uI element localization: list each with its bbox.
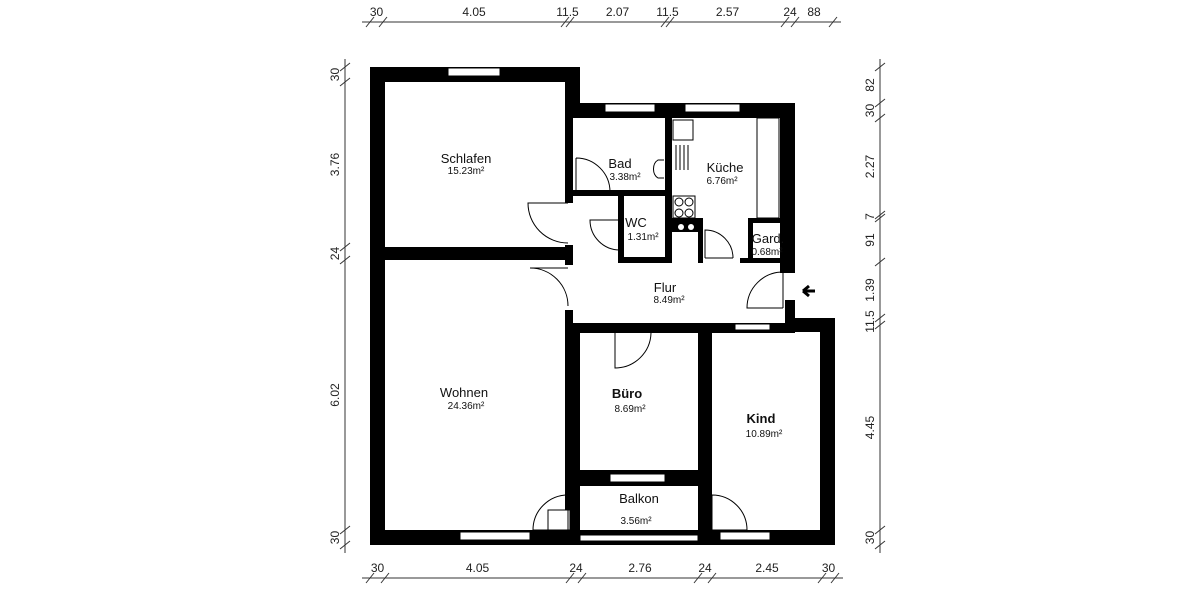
room-area-balkon: 3.56m² <box>620 516 652 527</box>
room-area-flur: 8.49m² <box>653 295 685 306</box>
dimension-label-bottom: 30 <box>371 561 385 575</box>
dimension-label-top: 30 <box>370 5 384 19</box>
dimension-tick <box>693 572 703 584</box>
dimension-tick <box>874 540 886 550</box>
dimension-lines: 30 4.05 11.5 2.07 11.5 2.57 24 88 30 4.05 24 2.76 24… <box>328 5 886 584</box>
room-name-bad: Bad <box>608 156 631 171</box>
doors <box>527 157 784 531</box>
room-name-flur: Flur <box>654 280 677 295</box>
dimension-label-right: 1.39 <box>863 278 877 302</box>
dimension-label-top: 24 <box>783 5 797 19</box>
dimension-tick <box>874 213 886 223</box>
walls <box>370 67 835 545</box>
dimension-tick <box>874 62 886 72</box>
dimension-tick <box>339 77 351 87</box>
dimension-label-top: 2.57 <box>716 5 740 19</box>
dimension-label-right: 82 <box>863 78 877 92</box>
dimension-tick <box>828 16 838 28</box>
dimension-label-top: 4.05 <box>462 5 486 19</box>
room-name-wc: WC <box>625 215 647 230</box>
dimension-tick <box>339 540 351 550</box>
dimension-label-right: 91 <box>863 233 877 247</box>
dimension-tick <box>874 257 886 267</box>
dimension-tick <box>365 572 375 584</box>
dimension-tick <box>339 525 351 535</box>
dimension-label-bottom: 4.05 <box>466 561 490 575</box>
dimension-label-bottom: 30 <box>822 561 836 575</box>
dimension-label-right: 4.45 <box>863 415 877 439</box>
dimension-tick <box>780 16 790 28</box>
room-area-buero: 8.69m² <box>614 404 646 415</box>
dimension-tick <box>577 572 587 584</box>
room-name-balkon: Balkon <box>619 491 659 506</box>
dimension-tick <box>339 62 351 72</box>
dimension-tick <box>560 16 570 28</box>
dimension-tick <box>665 16 675 28</box>
dimension-tick <box>817 572 827 584</box>
room-area-kind: 10.89m² <box>746 429 783 440</box>
dimension-label-left: 30 <box>328 531 342 545</box>
room-name-schlafen: Schlafen <box>441 151 492 166</box>
room-area-kueche: 6.76m² <box>706 176 738 187</box>
dimension-label-top: 11.5 <box>656 5 679 19</box>
dimension-label-right: 7 <box>863 213 877 220</box>
dimension-tick <box>365 16 375 28</box>
dimension-tick <box>380 572 390 584</box>
room-labels: Schlafen 15.23m² Bad 3.38m² Küche 6.76m²… <box>440 151 784 527</box>
dimension-tick <box>874 313 886 323</box>
dimension-tick <box>874 525 886 535</box>
room-name-wohnen: Wohnen <box>440 385 488 400</box>
dimension-label-right: 30 <box>863 104 877 118</box>
room-area-schlafen: 15.23m² <box>448 166 485 177</box>
dimension-tick <box>339 242 351 252</box>
room-area-gard: 0.68m² <box>751 247 783 258</box>
dimension-label-bottom: 2.45 <box>755 561 779 575</box>
room-area-wc: 1.31m² <box>627 232 659 243</box>
dimension-label-top: 88 <box>807 5 821 19</box>
dimension-label-left: 6.02 <box>328 383 342 407</box>
room-name-kueche: Küche <box>707 160 744 175</box>
windows <box>447 67 771 542</box>
dimension-label-top: 2.07 <box>606 5 630 19</box>
dimension-label-bottom: 24 <box>698 561 712 575</box>
dimension-label-right: 2.27 <box>863 154 877 178</box>
dimension-tick <box>790 16 800 28</box>
dimension-tick <box>565 16 575 28</box>
dimension-tick <box>707 572 717 584</box>
arrow-left-icon <box>802 284 815 298</box>
dimension-tick <box>830 572 840 584</box>
dimension-label-right: 30 <box>863 531 877 545</box>
dimension-label-left: 30 <box>328 68 342 82</box>
dimension-tick <box>874 98 886 108</box>
dimension-label-left: 24 <box>328 247 342 261</box>
dimension-tick <box>378 16 388 28</box>
dimension-tick <box>565 572 575 584</box>
dimension-label-bottom: 24 <box>569 561 583 575</box>
dimension-label-bottom: 2.76 <box>628 561 652 575</box>
fixtures <box>653 117 780 230</box>
dimension-tick <box>874 320 886 330</box>
dimension-tick <box>874 210 886 220</box>
room-area-wohnen: 24.36m² <box>448 401 485 412</box>
room-name-gard: Gard. <box>752 231 785 246</box>
room-name-kind: Kind <box>747 411 776 426</box>
room-name-buero: Büro <box>612 386 642 401</box>
dimension-label-left: 3.76 <box>328 152 342 176</box>
dimension-tick <box>874 113 886 123</box>
dimension-label-right: 11.5 <box>863 310 877 333</box>
dimension-label-top: 11.5 <box>556 5 579 19</box>
dimension-tick <box>339 255 351 265</box>
room-area-bad: 3.38m² <box>609 172 641 183</box>
dimension-tick <box>660 16 670 28</box>
